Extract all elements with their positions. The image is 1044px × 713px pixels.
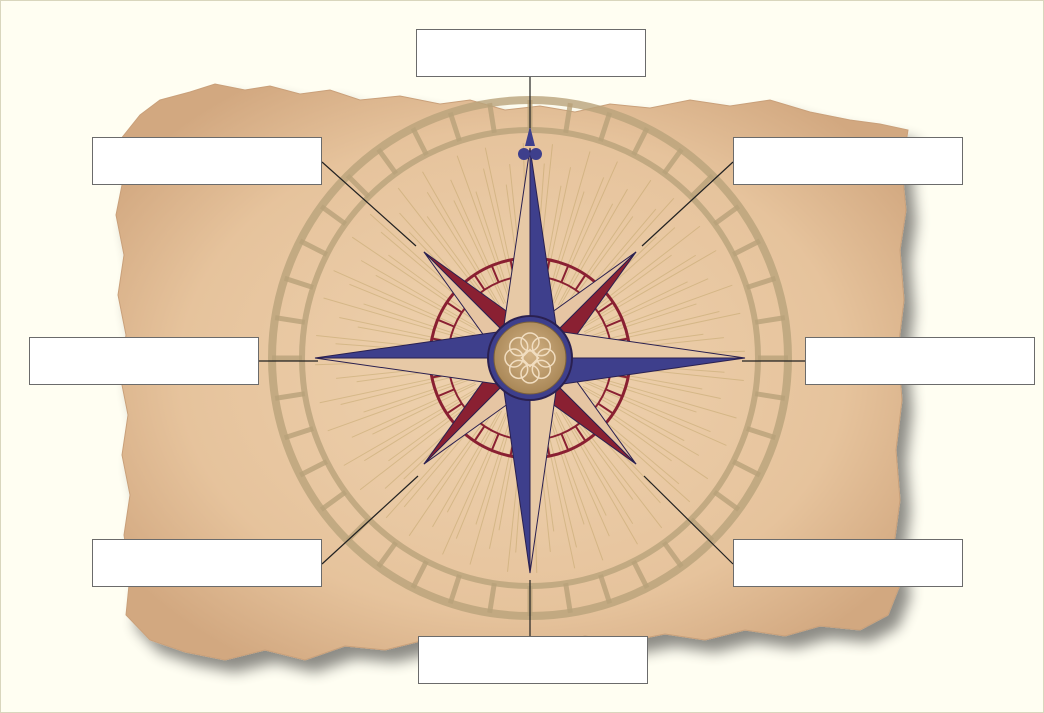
label-box-east[interactable]	[805, 337, 1035, 385]
label-box-north-west[interactable]	[92, 137, 322, 185]
label-box-north[interactable]	[416, 29, 646, 77]
label-box-north-east[interactable]	[733, 137, 963, 185]
label-box-south-west[interactable]	[92, 539, 322, 587]
label-box-west[interactable]	[29, 337, 259, 385]
label-box-south-east[interactable]	[733, 539, 963, 587]
label-box-south[interactable]	[418, 636, 648, 684]
